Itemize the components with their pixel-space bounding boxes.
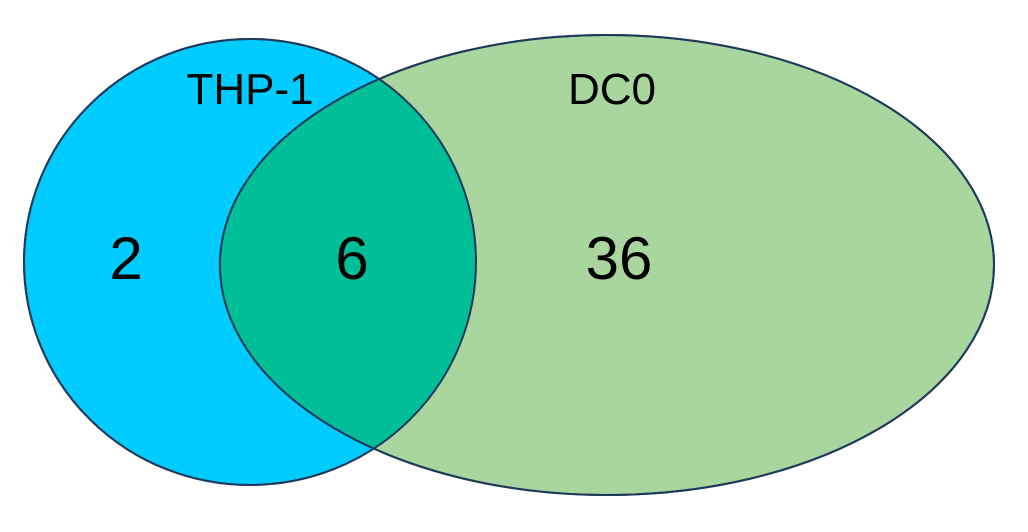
- dc0-only-count: 36: [586, 225, 653, 292]
- thp1-only-count: 2: [109, 225, 142, 292]
- dc0-set-label: DC0: [568, 65, 656, 114]
- thp1-set-label: THP-1: [186, 65, 313, 114]
- intersection-region: [220, 39, 476, 485]
- dc0-set-outline: [219, 34, 995, 496]
- thp1-set-outline: [23, 38, 477, 486]
- intersection-count: 6: [335, 225, 368, 292]
